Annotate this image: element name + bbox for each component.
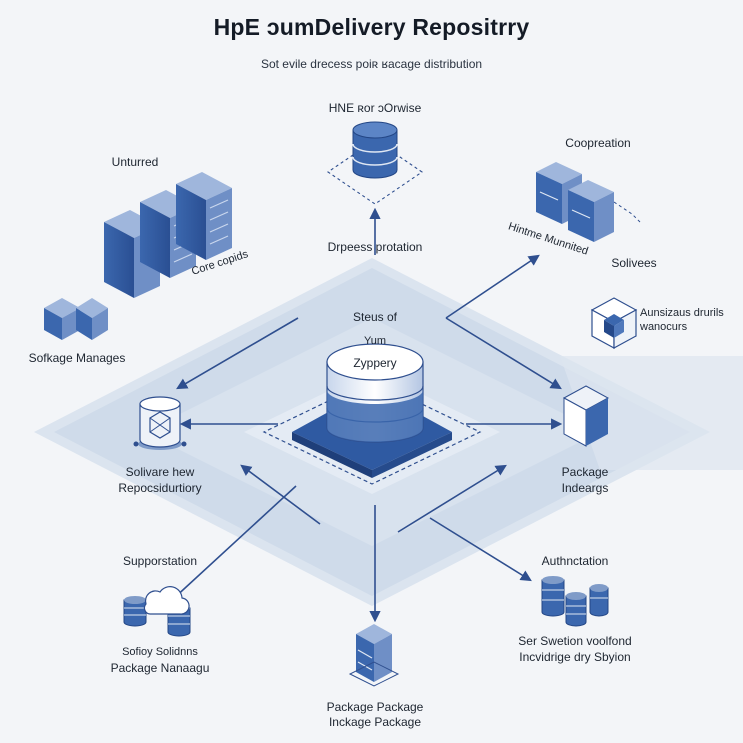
bottom-left-node-label: Supporstation bbox=[122, 554, 198, 568]
bottom-node-label-line2: Inckage Package bbox=[328, 715, 422, 729]
bottom-right-label2-line1: Ser Swetion voolfond bbox=[518, 634, 632, 648]
arrow-center-lower-left bbox=[240, 464, 321, 525]
left-node-label-line1: Solivare hew bbox=[125, 465, 195, 479]
bottom-left-label2-line1: Sofioy Solidnns bbox=[122, 646, 198, 658]
top-right-servers bbox=[536, 162, 641, 242]
arrow-to-top-left bbox=[176, 317, 299, 390]
bottom-right-storage bbox=[541, 576, 609, 627]
bottom-right-node-label: Authnctation bbox=[541, 554, 609, 568]
left-blocks-label: Sofkage Manages bbox=[28, 351, 126, 365]
center-cylinder-top bbox=[326, 343, 424, 381]
bottom-right-label2-line2: Incvidrige dry Sbyion bbox=[519, 650, 631, 664]
arrow-to-right-upper bbox=[445, 317, 562, 390]
center-cylinder-label: Zyppery bbox=[353, 356, 397, 370]
right-cube-label-line1: Aunsizaus drurils bbox=[640, 307, 724, 319]
center-pad-dashed bbox=[262, 379, 482, 485]
left-node-label-line2: Repocsidurtiory bbox=[118, 481, 202, 495]
top-node-label: HNE ʀor ɔOrwise bbox=[328, 101, 422, 115]
center-label-line1: Steus of bbox=[352, 310, 398, 324]
bottom-node-label-line1: Package Package bbox=[326, 700, 424, 714]
diagram-subtitle: Sot evile drecess poiʀ ʁacage distributi… bbox=[260, 57, 483, 71]
bottom-left-storage bbox=[123, 586, 191, 637]
arrow-to-bottom-right bbox=[429, 517, 532, 582]
arrow-center-lower-right bbox=[397, 464, 507, 533]
left-blocks bbox=[44, 298, 108, 340]
center-label-line2: Yum bbox=[363, 335, 386, 347]
right-node-label-line1: Package bbox=[561, 465, 609, 479]
top-edge-label: Drpeess protation bbox=[327, 240, 423, 254]
bottom-left-label2-line2: Package Nanaagu bbox=[110, 661, 210, 675]
top-database bbox=[327, 121, 423, 205]
top-right-side-label: Solivees bbox=[611, 256, 657, 270]
top-right-node-label: Coopreation bbox=[565, 136, 631, 150]
bottom-server bbox=[348, 624, 400, 687]
cloud-icon bbox=[143, 586, 190, 615]
right-cube-label-line2: wanocurs bbox=[640, 321, 688, 333]
arrow-to-bottom-left bbox=[170, 485, 297, 602]
diagram-title: HpE ɔumDelivery Repositrry bbox=[213, 14, 530, 40]
top-left-node-label: Unturred bbox=[111, 155, 159, 169]
right-node-label-line2: Indeargs bbox=[561, 481, 609, 495]
center-repository bbox=[292, 343, 452, 478]
right-cube-icon bbox=[590, 297, 638, 350]
left-repository-icon bbox=[133, 396, 187, 450]
top-left-servers bbox=[104, 172, 232, 298]
connection-arrows bbox=[170, 207, 563, 623]
right-shelf bbox=[560, 356, 743, 470]
right-package-icon bbox=[562, 385, 610, 447]
arrow-to-top-right bbox=[445, 254, 540, 319]
